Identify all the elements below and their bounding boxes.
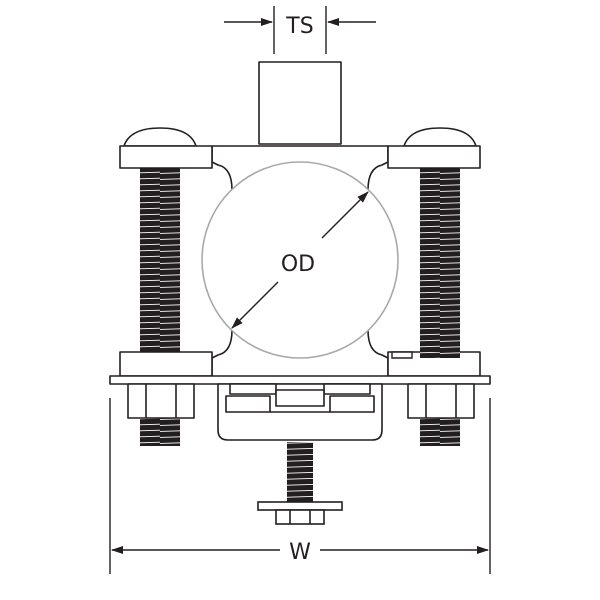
ts-label: TS — [285, 14, 313, 39]
left-bottom-bar — [119, 351, 213, 377]
right-threaded-rod — [420, 168, 460, 352]
od-label: OD — [281, 252, 315, 277]
bracket-inner-left — [225, 395, 271, 413]
right-top-bar — [387, 145, 481, 169]
od-arrow-lower — [231, 281, 279, 329]
stem — [258, 61, 342, 145]
left-top-bar — [119, 145, 213, 169]
center-screw-thread — [287, 442, 313, 502]
base-plate — [109, 375, 491, 385]
right-hex-nut — [407, 383, 475, 419]
left-bolt-dome — [123, 127, 197, 147]
od-arrow-upper — [321, 191, 369, 239]
left-threaded-rod — [140, 168, 180, 352]
right-bar-notch — [391, 351, 413, 359]
bracket-top-slot — [229, 383, 277, 395]
right-bar-thread-gap — [420, 352, 460, 358]
right-rod-lower — [420, 416, 460, 446]
left-hex-nut — [127, 383, 195, 419]
bracket-inner-right — [329, 395, 375, 413]
bracket-top-slot-right — [323, 383, 371, 395]
w-label: W — [289, 540, 311, 565]
right-bolt-dome — [403, 127, 477, 147]
center-screw-washer — [257, 501, 343, 511]
left-rod-lower — [140, 416, 180, 446]
bracket-center-block — [275, 389, 325, 407]
center-screw-nut — [275, 509, 325, 525]
